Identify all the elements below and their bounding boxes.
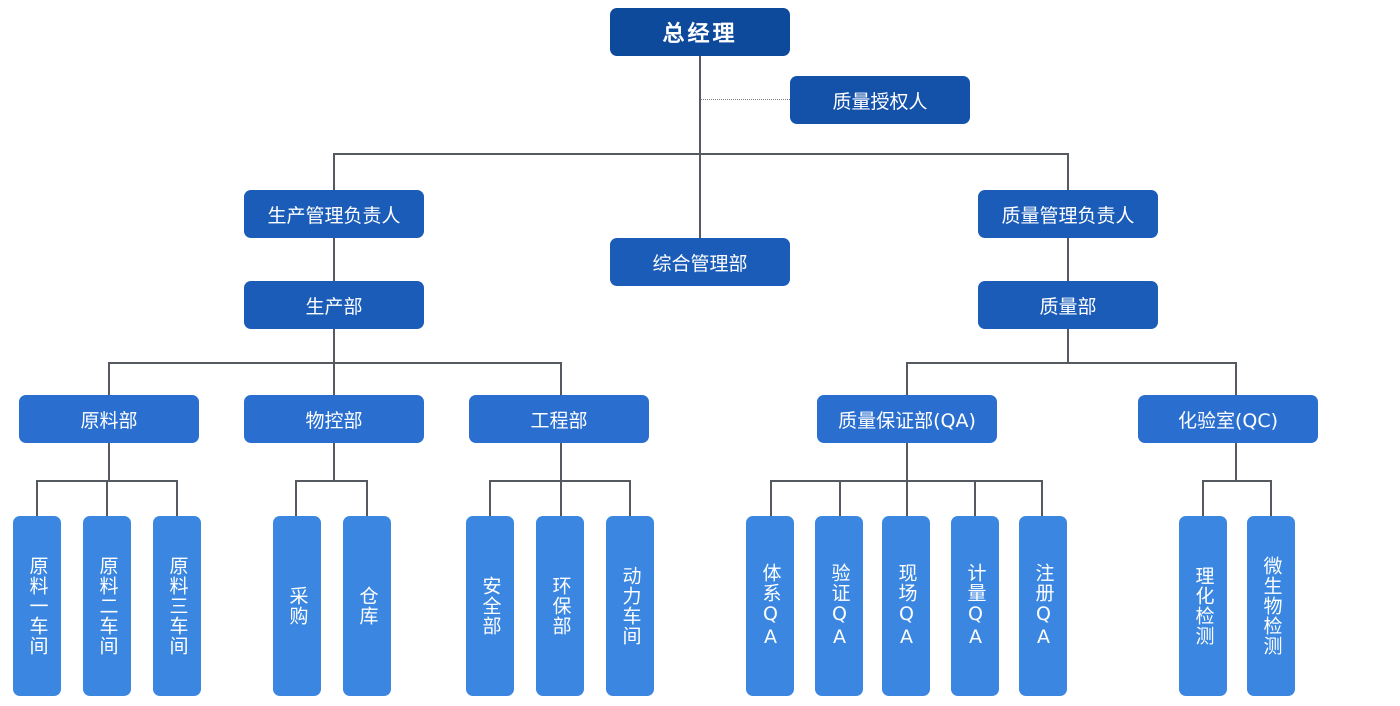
node-raw-material-dept: 原料部: [19, 395, 199, 443]
connector-line: [295, 480, 297, 517]
connector-line: [333, 153, 1069, 155]
node-safety-dept: 安全部: [466, 516, 514, 696]
node-registration-qa: 注册QA: [1019, 516, 1067, 696]
connector-line: [333, 238, 335, 282]
connector-line: [295, 480, 368, 482]
connector-line: [1202, 480, 1204, 517]
connector-line: [108, 362, 562, 364]
node-system-qa: 体系QA: [746, 516, 794, 696]
node-raw-workshop-3: 原料三车间: [153, 516, 201, 696]
connector-line: [106, 480, 108, 517]
connector-line: [906, 443, 908, 481]
node-qa-authorized: 质量授权人: [790, 76, 970, 124]
connector-line: [839, 480, 841, 517]
connector-line: [1270, 480, 1272, 517]
node-metrology-qa: 计量QA: [951, 516, 999, 696]
connector-line: [560, 443, 562, 481]
connector-line: [36, 480, 38, 517]
connector-line: [489, 480, 491, 517]
connector-line: [699, 56, 701, 238]
node-quality-dept: 质量部: [978, 281, 1158, 329]
dotted-connector-line: [701, 99, 790, 100]
connector-line: [1067, 153, 1069, 190]
connector-line: [560, 480, 562, 517]
connector-line: [333, 362, 335, 396]
node-production-head: 生产管理负责人: [244, 190, 424, 238]
connector-line: [906, 362, 1237, 364]
node-power-workshop: 动力车间: [606, 516, 654, 696]
connector-line: [176, 480, 178, 517]
connector-line: [333, 329, 335, 363]
connector-line: [906, 362, 908, 396]
node-quality-head: 质量管理负责人: [978, 190, 1158, 238]
node-production-dept: 生产部: [244, 281, 424, 329]
node-ceo: 总经理: [610, 8, 790, 56]
connector-line: [1067, 329, 1069, 363]
connector-line: [1235, 443, 1237, 481]
node-general-dept: 综合管理部: [610, 238, 790, 286]
connector-line: [770, 480, 772, 517]
connector-line: [1067, 238, 1069, 282]
node-engineering-dept: 工程部: [469, 395, 649, 443]
node-validation-qa: 验证QA: [815, 516, 863, 696]
node-material-control-dept: 物控部: [244, 395, 424, 443]
node-qa-dept: 质量保证部(QA): [817, 395, 997, 443]
connector-line: [974, 480, 976, 517]
connector-line: [560, 362, 562, 396]
connector-line: [906, 480, 908, 517]
connector-line: [108, 443, 110, 481]
node-warehouse: 仓库: [343, 516, 391, 696]
connector-line: [108, 362, 110, 396]
node-raw-workshop-1: 原料一车间: [13, 516, 61, 696]
node-qc-lab: 化验室(QC): [1138, 395, 1318, 443]
connector-line: [333, 443, 335, 481]
node-purchase: 采购: [273, 516, 321, 696]
node-physchem-testing: 理化检测: [1179, 516, 1227, 696]
node-onsite-qa: 现场QA: [882, 516, 930, 696]
connector-line: [333, 153, 335, 190]
connector-line: [1235, 362, 1237, 396]
node-env-dept: 环保部: [536, 516, 584, 696]
connector-line: [1041, 480, 1043, 517]
connector-line: [629, 480, 631, 517]
node-micro-testing: 微生物检测: [1247, 516, 1295, 696]
connector-line: [1202, 480, 1272, 482]
node-raw-workshop-2: 原料二车间: [83, 516, 131, 696]
connector-line: [366, 480, 368, 517]
